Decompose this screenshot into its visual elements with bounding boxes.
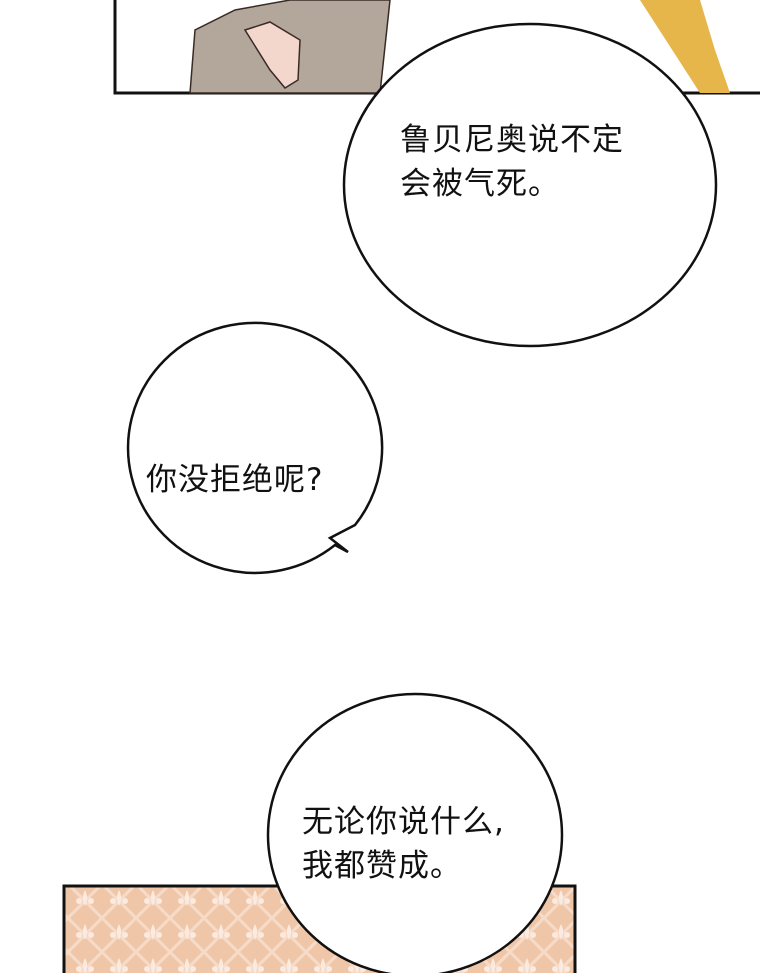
character-hand [243,21,301,89]
bubble-1-line-1: 鲁贝尼奥说不定 [400,122,624,158]
speech-bubble-2 [126,321,384,575]
bubble-3-line-1: 无论你说什么, [302,804,505,840]
speech-bubble-1 [342,22,718,348]
bubble-2-line-1: 你没拒绝呢? [146,462,324,498]
bubble-2-text: 你没拒绝呢? [146,458,323,502]
bubble-1-text: 鲁贝尼奥说不定 会被气死。 [400,118,624,206]
bubble-3-line-2: 我都赞成。 [302,848,462,884]
bubble-1-line-2: 会被气死。 [400,166,560,202]
character-hair [640,0,730,93]
bubble-3-text: 无论你说什么, 我都赞成。 [302,800,505,888]
speech-bubble-3 [266,692,564,973]
